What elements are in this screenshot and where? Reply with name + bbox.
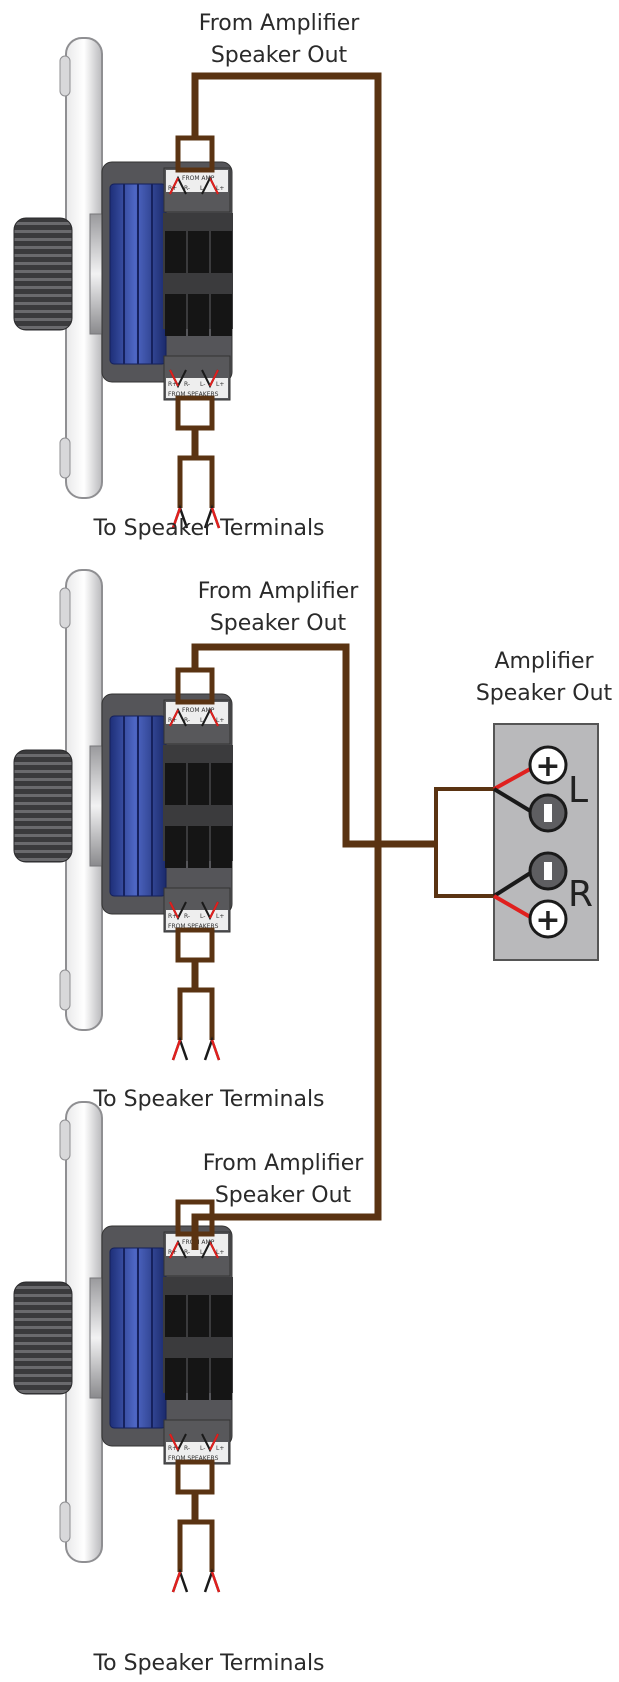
tb1-top-header: FROM AMP [182, 175, 215, 182]
amp-title-line1: Amplifier [494, 649, 594, 674]
volume-control-1: FROM AMP R+ R- L- L+ R+ R- L- L+ FROM SP… [14, 38, 233, 528]
tb3-bottom-pin-1: R- [184, 1445, 190, 1452]
from-amp-label-3-line1: From Amplifier [203, 1151, 365, 1176]
tb2-top-pin-2: L- [200, 717, 205, 724]
from-amp-label-2-line2: Speaker Out [210, 611, 347, 636]
tb1-top-pin-1: R- [184, 185, 190, 192]
tb1-bottom-pin-2: L- [200, 381, 205, 388]
speaker-wire-trunk [191, 72, 436, 1250]
from-amp-label-2-line1: From Amplifier [198, 579, 360, 604]
from-amp-label-3-line2: Speaker Out [215, 1183, 352, 1208]
to-speaker-label-1: To Speaker Terminals [92, 516, 324, 541]
tb2-bottom-pin-0: R+ [168, 913, 177, 920]
tb1-bottom-pin-3: L+ [216, 381, 224, 388]
tb2-bottom-footer: FROM SPEAKERS [168, 923, 219, 930]
tb3-bottom-pin-2: L- [200, 1445, 205, 1452]
tb1-bottom-pin-0: R+ [168, 381, 177, 388]
plus-terminal-l-icon: + [528, 745, 568, 785]
tb3-top-pin-0: R+ [168, 1249, 177, 1256]
tb1-bottom-pin-1: R- [184, 381, 190, 388]
channel-left-label: L [568, 770, 588, 811]
plus-r-sign: + [535, 903, 560, 938]
tb2-top-pin-1: R- [184, 717, 190, 724]
tb3-top-pin-3: L+ [216, 1249, 224, 1256]
tb3-top-pin-1: R- [184, 1249, 190, 1256]
tb1-bottom-footer: FROM SPEAKERS [168, 391, 219, 398]
from-amp-label-1-line2: Speaker Out [211, 43, 348, 68]
minus-terminal-r-icon [528, 851, 568, 891]
tb3-bottom-footer: FROM SPEAKERS [168, 1455, 219, 1462]
volume-control-3: FROM AMP R+ R- L- L+ R+ R- L- L+ FROM SP… [14, 1102, 233, 1592]
from-amp-label-1-line1: From Amplifier [199, 11, 361, 36]
amplifier-panel: + + L R [434, 723, 599, 961]
tb2-bottom-pin-1: R- [184, 913, 190, 920]
channel-right-label: R [568, 874, 593, 915]
tb2-top-pin-0: R+ [168, 717, 177, 724]
tb2-top-header: FROM AMP [182, 707, 215, 714]
minus-terminal-l-icon [528, 793, 568, 833]
tb2-bottom-pin-2: L- [200, 913, 205, 920]
tb2-bottom-pin-3: L+ [216, 913, 224, 920]
tb3-bottom-pin-0: R+ [168, 1445, 177, 1452]
plus-l-sign: + [535, 749, 560, 784]
tb1-top-pin-0: R+ [168, 185, 177, 192]
volume-control-2: FROM AMP R+ R- L- L+ R+ R- L- L+ FROM SP… [14, 570, 233, 1060]
to-speaker-label-3: To Speaker Terminals [92, 1651, 324, 1676]
plus-terminal-r-icon: + [528, 899, 568, 939]
tb1-top-pin-3: L+ [216, 185, 224, 192]
tb1-top-pin-2: L- [200, 185, 205, 192]
tb2-top-pin-3: L+ [216, 717, 224, 724]
to-speaker-label-2: To Speaker Terminals [92, 1087, 324, 1112]
amp-title-line2: Speaker Out [476, 681, 613, 706]
tb3-bottom-pin-3: L+ [216, 1445, 224, 1452]
tb3-top-pin-2: L- [200, 1249, 205, 1256]
